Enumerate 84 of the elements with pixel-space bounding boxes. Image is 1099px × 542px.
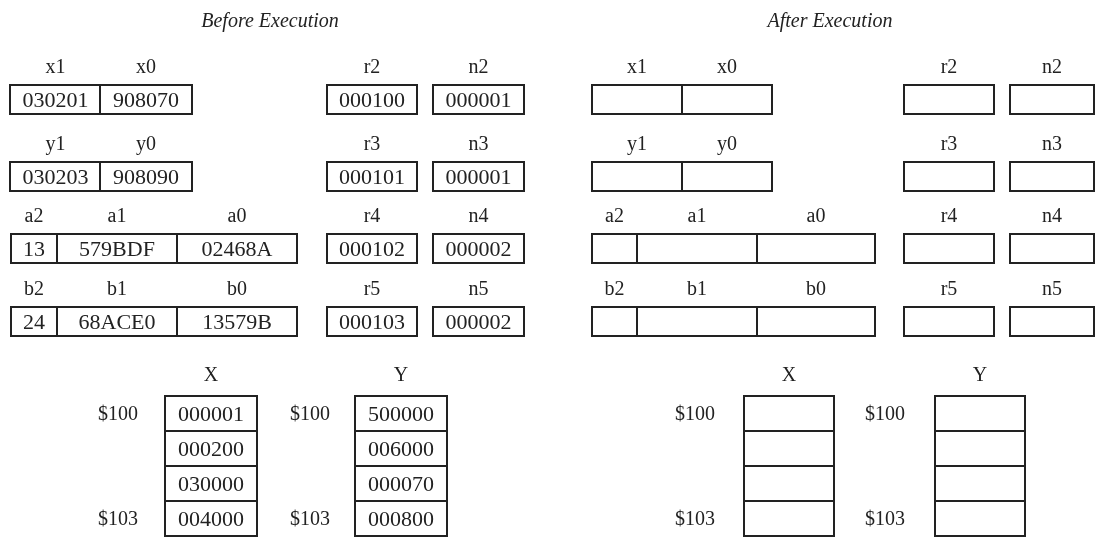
register-cell: 24 bbox=[10, 306, 58, 337]
memory-cell: 000800 bbox=[354, 500, 448, 537]
register-cell: 908090 bbox=[99, 161, 193, 192]
register-name: n3 bbox=[468, 133, 489, 153]
panel-title: After Execution bbox=[767, 10, 893, 30]
memory-cell: 004000 bbox=[164, 500, 258, 537]
register-cell: 908070 bbox=[99, 84, 193, 115]
address-label: $100 bbox=[865, 403, 905, 423]
address-label: $103 bbox=[865, 508, 905, 528]
register-name: r4 bbox=[940, 205, 958, 225]
register-name: a1 bbox=[687, 205, 707, 225]
register-name: n5 bbox=[1042, 278, 1062, 298]
panel-title: Before Execution bbox=[201, 10, 339, 30]
memory-heading: Y bbox=[972, 364, 988, 384]
register-cell: 68ACE0 bbox=[56, 306, 178, 337]
memory-cell bbox=[934, 500, 1026, 537]
register-cell: 02468A bbox=[176, 233, 298, 264]
register-name: n4 bbox=[1042, 205, 1062, 225]
register-cell: 000002 bbox=[432, 306, 525, 337]
memory-cell: 000070 bbox=[354, 465, 448, 502]
register-name: r4 bbox=[363, 205, 381, 225]
register-name: y1 bbox=[45, 133, 66, 153]
address-label: $100 bbox=[98, 403, 138, 423]
register-name: x0 bbox=[717, 56, 737, 76]
register-cell: 13579B bbox=[176, 306, 298, 337]
register-name: n3 bbox=[1042, 133, 1062, 153]
register-name: a0 bbox=[806, 205, 826, 225]
register-cell: 000100 bbox=[326, 84, 418, 115]
register-name: n2 bbox=[1042, 56, 1062, 76]
register-name: a2 bbox=[605, 205, 624, 225]
memory-cell bbox=[934, 395, 1026, 432]
register-cell: 13 bbox=[10, 233, 58, 264]
address-label: $100 bbox=[290, 403, 330, 423]
register-name: r2 bbox=[940, 56, 958, 76]
register-cell: 579BDF bbox=[56, 233, 178, 264]
memory-cell bbox=[934, 465, 1026, 502]
address-label: $100 bbox=[675, 403, 715, 423]
memory-cell: 000200 bbox=[164, 430, 258, 467]
register-name: n5 bbox=[468, 278, 489, 298]
memory-heading: X bbox=[203, 364, 219, 384]
address-label: $103 bbox=[290, 508, 330, 528]
register-name: r5 bbox=[940, 278, 958, 298]
memory-cell: 030000 bbox=[164, 465, 258, 502]
register-cell: 000001 bbox=[432, 84, 525, 115]
register-name: y0 bbox=[136, 133, 156, 153]
register-name: b2 bbox=[604, 278, 625, 298]
register-name: x1 bbox=[45, 56, 66, 76]
register-name: a0 bbox=[227, 205, 247, 225]
memory-cell bbox=[934, 430, 1026, 467]
address-label: $103 bbox=[675, 508, 715, 528]
memory-cell: 006000 bbox=[354, 430, 448, 467]
memory-cell bbox=[743, 395, 835, 432]
register-name: r5 bbox=[363, 278, 381, 298]
register-cell: 000103 bbox=[326, 306, 418, 337]
register-cell: 030201 bbox=[9, 84, 102, 115]
address-label: $103 bbox=[98, 508, 138, 528]
register-name: r2 bbox=[363, 56, 381, 76]
register-name: b1 bbox=[687, 278, 707, 298]
memory-cell: 500000 bbox=[354, 395, 448, 432]
register-name: y0 bbox=[717, 133, 737, 153]
register-cell: 000001 bbox=[432, 161, 525, 192]
register-cell: 000102 bbox=[326, 233, 418, 264]
register-name: x1 bbox=[627, 56, 647, 76]
memory-cell: 000001 bbox=[164, 395, 258, 432]
register-cell: 000101 bbox=[326, 161, 418, 192]
register-name: b0 bbox=[227, 278, 247, 298]
register-name: b0 bbox=[806, 278, 826, 298]
register-name: b2 bbox=[24, 278, 44, 298]
register-name: r3 bbox=[940, 133, 958, 153]
register-name: n4 bbox=[468, 205, 489, 225]
register-name: x0 bbox=[136, 56, 156, 76]
memory-heading: X bbox=[781, 364, 797, 384]
register-cell: 000002 bbox=[432, 233, 525, 264]
memory-cell bbox=[743, 500, 835, 537]
register-name: b1 bbox=[107, 278, 127, 298]
memory-cell bbox=[743, 430, 835, 467]
register-name: r3 bbox=[363, 133, 381, 153]
register-name: a2 bbox=[24, 205, 44, 225]
memory-heading: Y bbox=[393, 364, 409, 384]
register-cell: 030203 bbox=[9, 161, 102, 192]
register-name: a1 bbox=[107, 205, 127, 225]
register-name: y1 bbox=[627, 133, 647, 153]
memory-cell bbox=[743, 465, 835, 502]
register-name: n2 bbox=[468, 56, 489, 76]
